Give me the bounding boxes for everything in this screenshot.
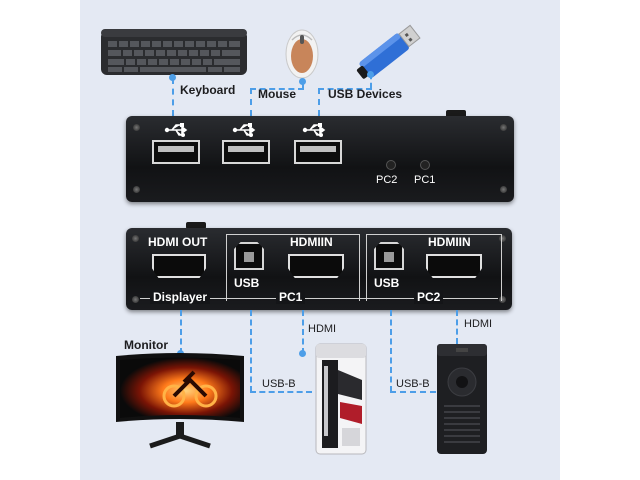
pc2-usb-label: USB bbox=[374, 276, 400, 290]
mouse-connector-dot bbox=[299, 78, 306, 85]
pc1-hdmiin-label: HDMIIN bbox=[290, 235, 333, 249]
monitor-connector-v bbox=[180, 310, 182, 354]
pc2-led bbox=[386, 160, 396, 170]
screw bbox=[132, 235, 139, 242]
usb-a-port-1[interactable] bbox=[152, 140, 200, 164]
pc1-label: PC1 bbox=[276, 290, 306, 304]
kvm-front-panel: PC2 PC1 bbox=[126, 116, 514, 202]
screw bbox=[499, 296, 506, 303]
displayer-label: Displayer bbox=[150, 290, 211, 304]
pc2-group-frame bbox=[366, 234, 502, 301]
pc2-usb-b-connector-h bbox=[390, 391, 436, 393]
rear-switch bbox=[186, 222, 206, 229]
usb-symbol-icon bbox=[302, 123, 326, 137]
screw bbox=[133, 186, 140, 193]
pc-tower-icon bbox=[437, 344, 487, 454]
monitor-icon bbox=[116, 353, 244, 449]
pc1-hdmi-connector-dot bbox=[299, 350, 306, 357]
bottom-rule bbox=[140, 298, 498, 299]
pc2-hdmi-connector bbox=[456, 310, 458, 344]
hdmi-out-label: HDMI OUT bbox=[148, 235, 208, 249]
pc2-usb-b-connector-v bbox=[390, 310, 392, 392]
usb-devices-connector-down bbox=[318, 88, 320, 116]
kvm-rear-panel: HDMI OUT USB HDMIIN USB HDMIIN Displayer… bbox=[126, 228, 512, 310]
usb-a-port-3[interactable] bbox=[294, 140, 342, 164]
screw bbox=[132, 296, 139, 303]
keyboard-connector-dot bbox=[169, 74, 176, 81]
pc1-usb-b-label: USB-B bbox=[262, 378, 296, 390]
pc2-hdmi-in-port[interactable] bbox=[426, 254, 482, 278]
usb-stick-icon bbox=[356, 24, 421, 79]
usb-a-port-2[interactable] bbox=[222, 140, 270, 164]
pc1-usb-b-connector-h bbox=[250, 391, 312, 393]
screw bbox=[500, 186, 507, 193]
pc2-hdmiin-label: HDMIIN bbox=[428, 235, 471, 249]
pc1-usb-b-port[interactable] bbox=[234, 242, 264, 270]
pc1-hdmi-in-port[interactable] bbox=[288, 254, 344, 278]
usb-devices-connector-v bbox=[370, 74, 372, 88]
mouse-label: Mouse bbox=[258, 87, 297, 101]
pc2-usb-b-port[interactable] bbox=[374, 242, 404, 270]
pc2-label: PC2 bbox=[414, 290, 444, 304]
pc2-usb-b-label: USB-B bbox=[396, 378, 430, 390]
switch-button[interactable] bbox=[446, 110, 466, 118]
mouse-connector-h bbox=[250, 88, 304, 90]
screw bbox=[133, 124, 140, 131]
pc1-hdmi-connector bbox=[302, 310, 304, 354]
pc2-hdmi-label: HDMI bbox=[464, 318, 493, 330]
usb-symbol-icon bbox=[232, 123, 256, 137]
keyboard-connector bbox=[172, 78, 174, 116]
screw bbox=[500, 124, 507, 131]
mouse-icon bbox=[285, 29, 319, 79]
keyboard-label: Keyboard bbox=[180, 83, 236, 97]
usb-devices-label: USB Devices bbox=[328, 87, 403, 101]
pc1-usb-b-connector-v bbox=[250, 310, 252, 392]
hdmi-out-port[interactable] bbox=[152, 254, 206, 278]
pc1-led bbox=[420, 160, 430, 170]
pc1-led-label: PC1 bbox=[414, 174, 436, 186]
usb-devices-connector-dot bbox=[367, 71, 374, 78]
pc2-led-label: PC2 bbox=[376, 174, 398, 186]
screw bbox=[499, 235, 506, 242]
mouse-connector-down bbox=[250, 88, 252, 116]
pc1-hdmi-label: HDMI bbox=[308, 323, 337, 335]
usb-devices-connector-h bbox=[318, 88, 372, 90]
keyboard-icon bbox=[101, 29, 247, 75]
monitor-label: Monitor bbox=[124, 338, 168, 352]
pc-tower-icon bbox=[315, 343, 367, 455]
pc1-usb-label: USB bbox=[234, 276, 260, 290]
pc1-group-frame bbox=[226, 234, 360, 301]
usb-symbol-icon bbox=[164, 123, 188, 137]
